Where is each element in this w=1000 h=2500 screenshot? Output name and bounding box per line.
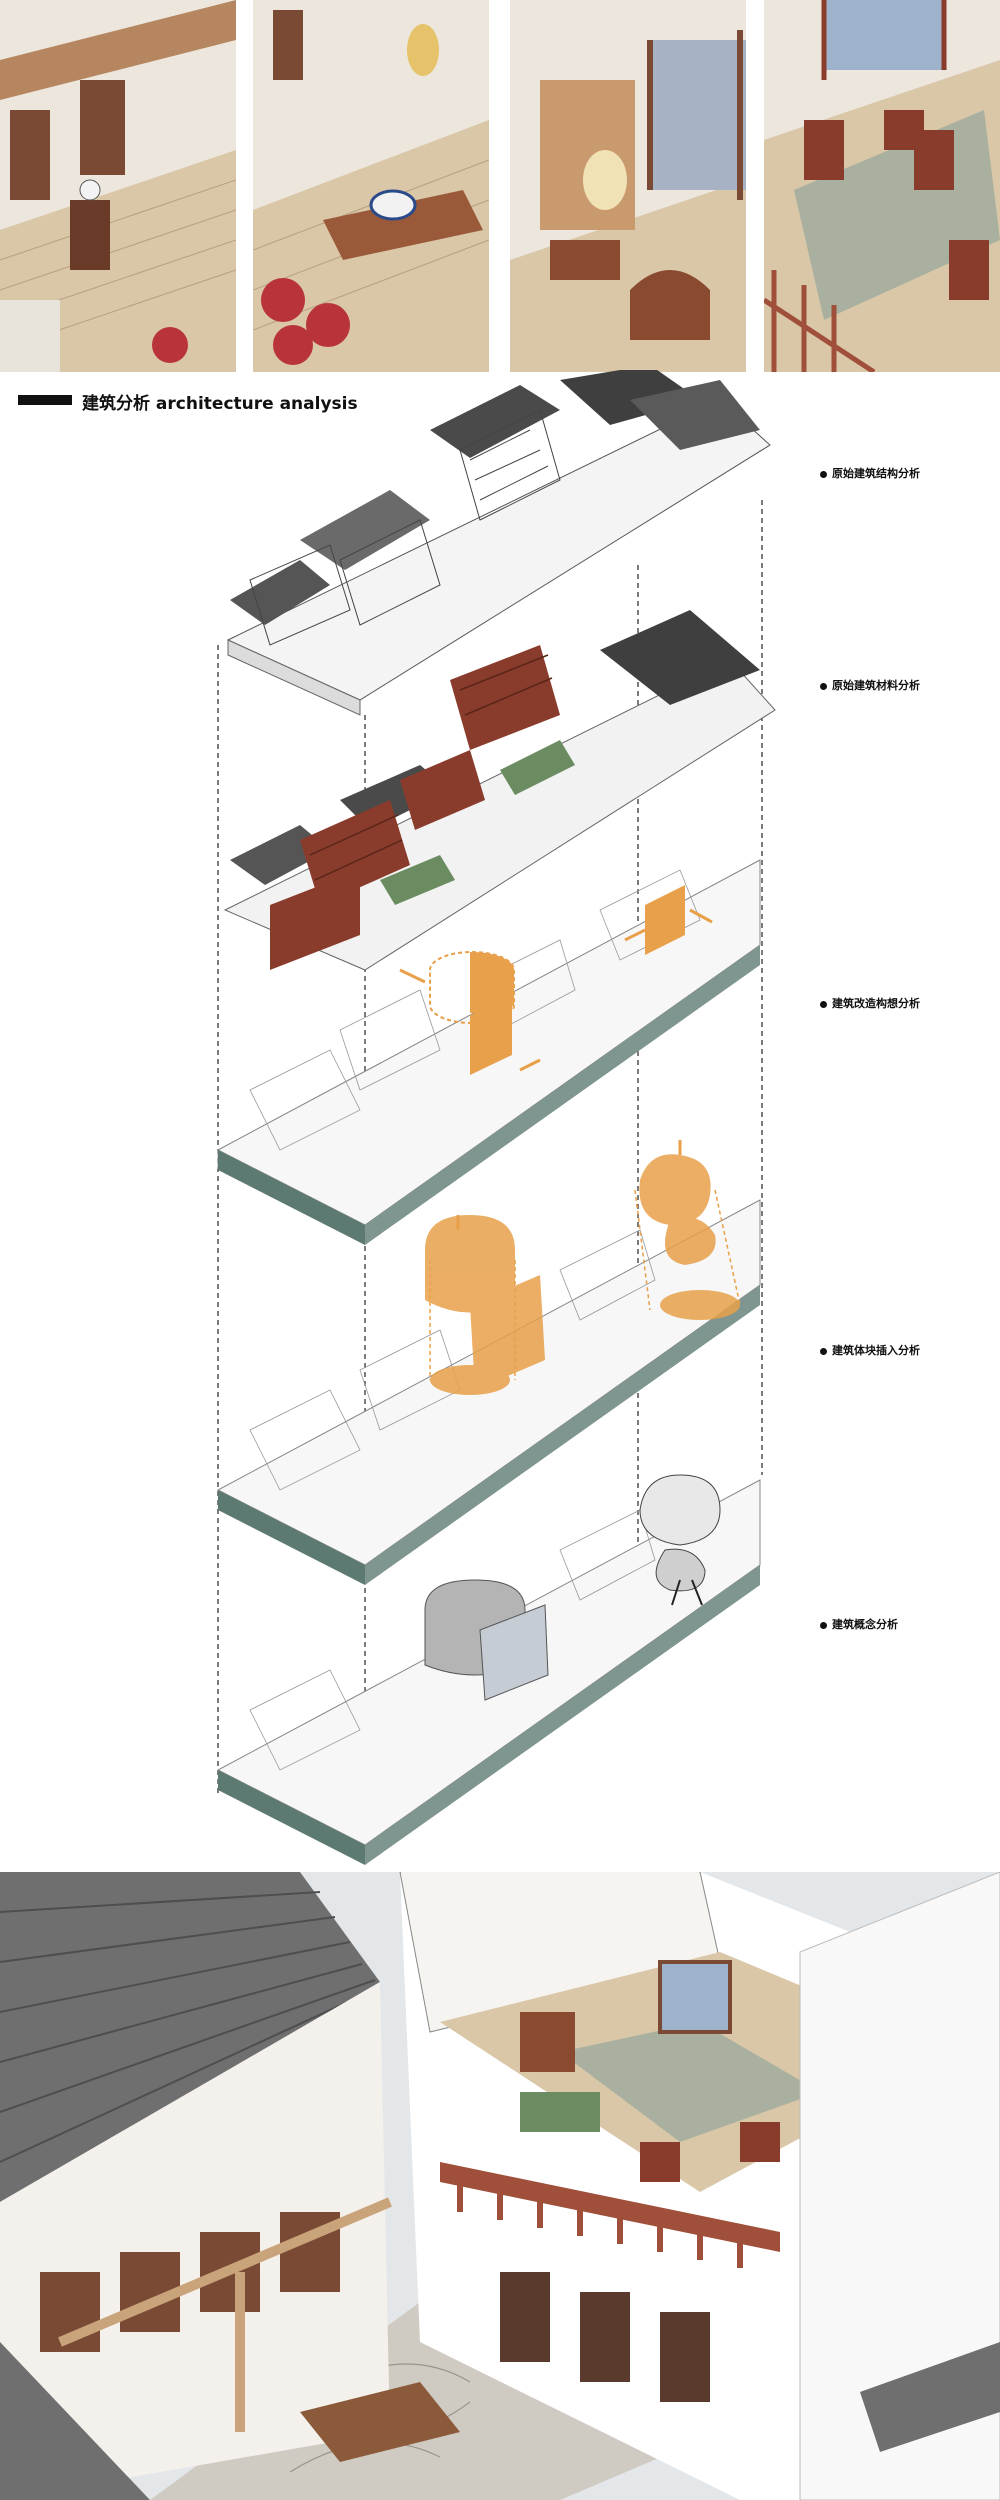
courtyard-panel <box>0 1872 1000 2500</box>
label-structure: 原始建筑结构分析 <box>820 465 920 481</box>
layer-concept <box>216 1474 761 1865</box>
interior-panel-3 <box>510 0 746 372</box>
exploded-axonometric-diagram <box>216 370 776 1865</box>
section-title-cn: 建筑分析 <box>82 394 150 414</box>
label-insertion: 建筑体块插入分析 <box>820 1342 920 1358</box>
layer-transformation <box>216 859 761 1245</box>
interior-panel-4 <box>764 0 1000 372</box>
interior-illustration-4 <box>764 0 1000 372</box>
courtyard-illustration <box>0 1872 1000 2500</box>
interior-panel-1 <box>0 0 236 372</box>
layer-materials <box>223 610 776 971</box>
interior-illustration-1 <box>0 0 236 372</box>
interior-illustration-3 <box>510 0 746 372</box>
layer-insertion <box>216 1140 761 1585</box>
section-title-en: architecture analysis <box>155 394 358 414</box>
bullet-dot <box>820 1621 827 1629</box>
title-bar-marker <box>18 395 72 405</box>
section-title: 建筑分析 architecture analysis <box>82 389 358 414</box>
label-materials: 原始建筑材料分析 <box>820 677 920 693</box>
interior-illustration-2 <box>253 0 489 372</box>
bullet-dot <box>820 682 827 690</box>
label-concept: 建筑概念分析 <box>820 1616 898 1632</box>
bullet-dot <box>820 1000 827 1008</box>
interior-panel-2 <box>253 0 489 372</box>
bullet-dot <box>820 1347 827 1355</box>
layer-structure <box>226 370 771 716</box>
label-transformation: 建筑改造构想分析 <box>820 995 920 1011</box>
bullet-dot <box>820 470 827 478</box>
